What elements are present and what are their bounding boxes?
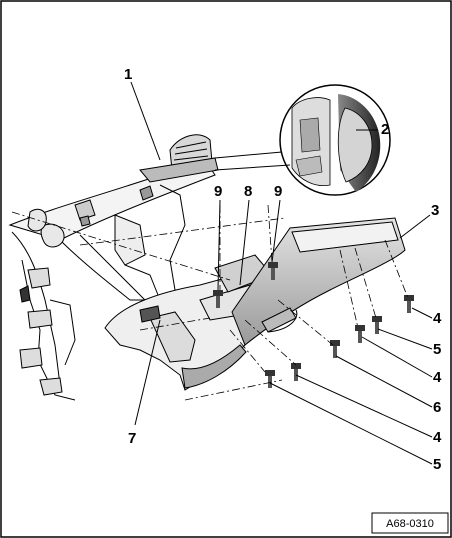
reference-code-box: A68-0310 [371,512,449,534]
callout-9-left: 9 [214,183,222,200]
callout-4-upper: 4 [433,310,442,327]
glove-box-housing [104,254,273,391]
screw-4-right [404,295,414,313]
callout-1: 1 [124,66,132,83]
callout-5-upper: 5 [433,341,441,358]
screw-9-left [213,290,223,308]
screw-9-right [268,262,278,280]
callout-4-lower: 4 [433,429,442,446]
callout-5-lower: 5 [433,456,441,473]
screw-5-upper [372,316,382,334]
callout-8: 8 [244,183,252,200]
callout-6: 6 [433,399,441,416]
callout-2: 2 [381,121,389,138]
leader-lines [130,81,433,465]
reference-code: A68-0310 [386,518,434,530]
dashboard-vent [139,134,219,183]
callout-3: 3 [431,202,439,219]
callout-7: 7 [128,430,136,447]
glove-box-lid [231,217,406,346]
detail-inset-circle [214,84,391,196]
screw-6 [330,340,340,358]
screw-4-middle [355,325,365,343]
screw-5-lower [265,370,275,388]
assembly-lines [11,204,409,401]
callout-9-right: 9 [274,183,282,200]
screw-4-lower [291,363,301,381]
callout-4-middle: 4 [433,369,442,386]
